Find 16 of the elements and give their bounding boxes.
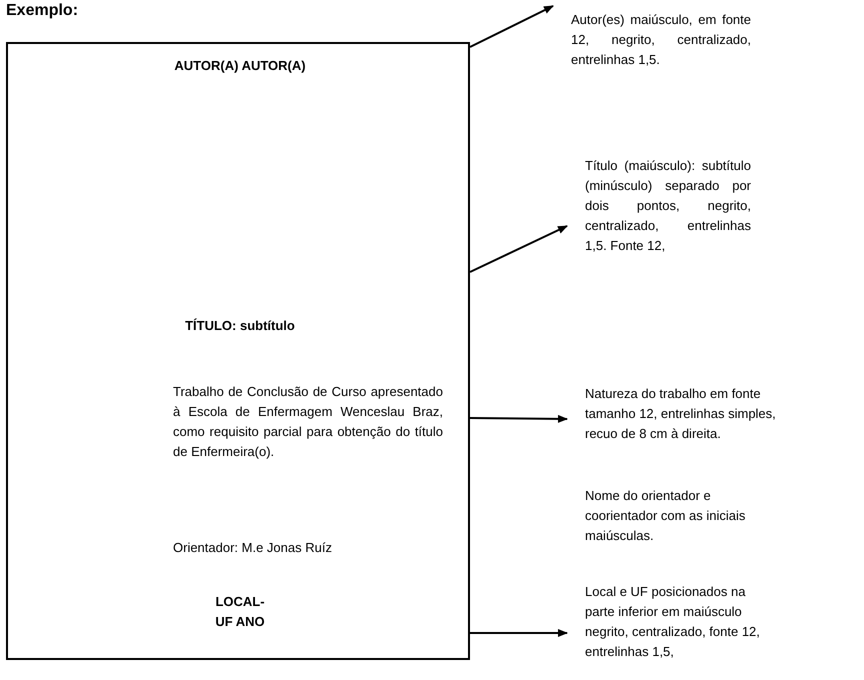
annotation-note: Autor(es) maiúsculo, em fonte 12, negrito, centralizado, entrelinhas 1,5. xyxy=(571,10,751,70)
arrow xyxy=(470,414,568,423)
example-heading: Exemplo: xyxy=(6,2,78,20)
annotation-note: Nome do orientador e coorientador com as iniciais maiúsculas. xyxy=(585,487,746,545)
work-description-text: Trabalho de Conclusão de Curso apresentado à Escola de Enfermagem Wenceslau Braz, como requisito parcial para obtenção do título de Enfermeira(o). xyxy=(173,383,443,461)
annotation-note: Título (maiúsculo): subtítulo (minúsculo) separado por dois pontos, negrito, centralizado, entrelinhas 1,5. Fonte 12, xyxy=(585,156,751,256)
arrow xyxy=(470,5,554,48)
page-frame xyxy=(6,42,470,660)
advisor-text: Orientador: M.e Jonas Ruíz xyxy=(173,539,333,557)
place-year-text: LOCAL-UF ANO xyxy=(214,593,266,631)
title-text: TÍTULO: subtítulo xyxy=(184,317,296,335)
arrow xyxy=(470,225,568,273)
annotation-note: Natureza do trabalho em fonte tamanho 12, entrelinhas simples, recuo de 8 cm à direita. xyxy=(585,384,805,444)
arrow xyxy=(470,629,568,637)
annotation-note: Local e UF posicionados na parte inferior em maiúsculo negrito, centralizado, fonte 12, entrelinhas 1,5, xyxy=(585,582,765,662)
author-text: AUTOR(A) AUTOR(A) xyxy=(173,57,307,75)
